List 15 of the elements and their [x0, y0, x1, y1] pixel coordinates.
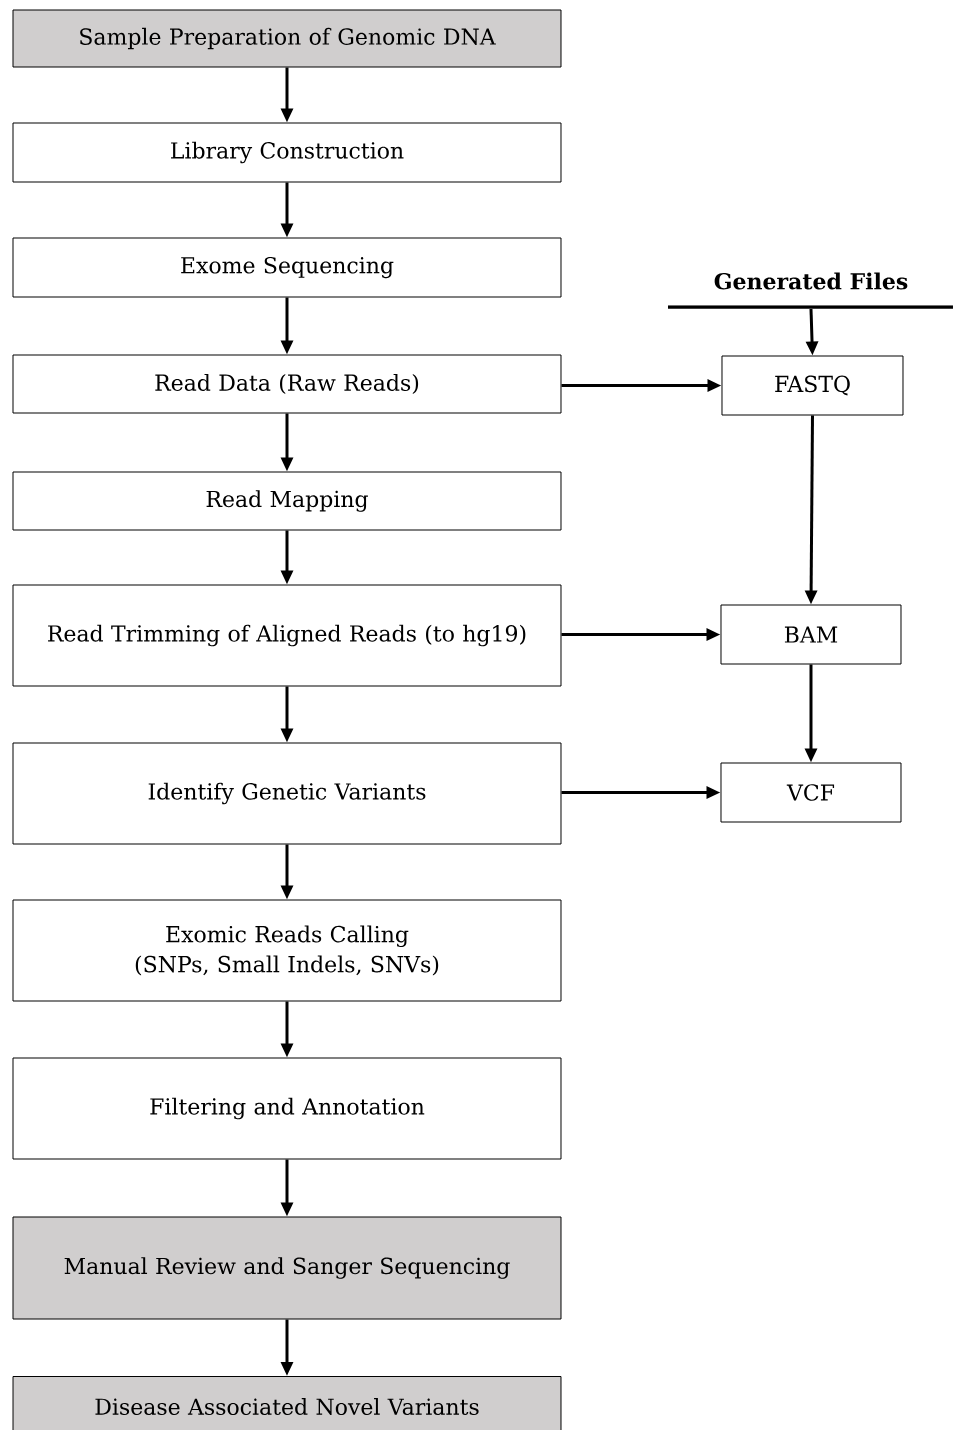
- process-box: Identify Genetic Variants: [12, 742, 562, 845]
- process-box: Read Data (Raw Reads): [12, 354, 562, 414]
- process-box: Sample Preparation of Genomic DNA: [12, 9, 562, 68]
- file-box: BAM: [720, 604, 902, 665]
- process-box: Manual Review and Sanger Sequencing: [12, 1216, 562, 1320]
- process-box: Exome Sequencing: [12, 237, 562, 298]
- file-box: FASTQ: [721, 355, 904, 416]
- process-box: Disease Associated Novel Variants: [12, 1376, 562, 1430]
- process-box: Exomic Reads Calling (SNPs, Small Indels, SNVs): [12, 899, 562, 1002]
- process-box: Library Construction: [12, 122, 562, 183]
- file-box: VCF: [720, 762, 902, 823]
- process-box: Read Trimming of Aligned Reads (to hg19): [12, 584, 562, 687]
- process-box: Filtering and Annotation: [12, 1057, 562, 1160]
- heading: Generated Files: [714, 272, 908, 290]
- process-box: Read Mapping: [12, 471, 562, 531]
